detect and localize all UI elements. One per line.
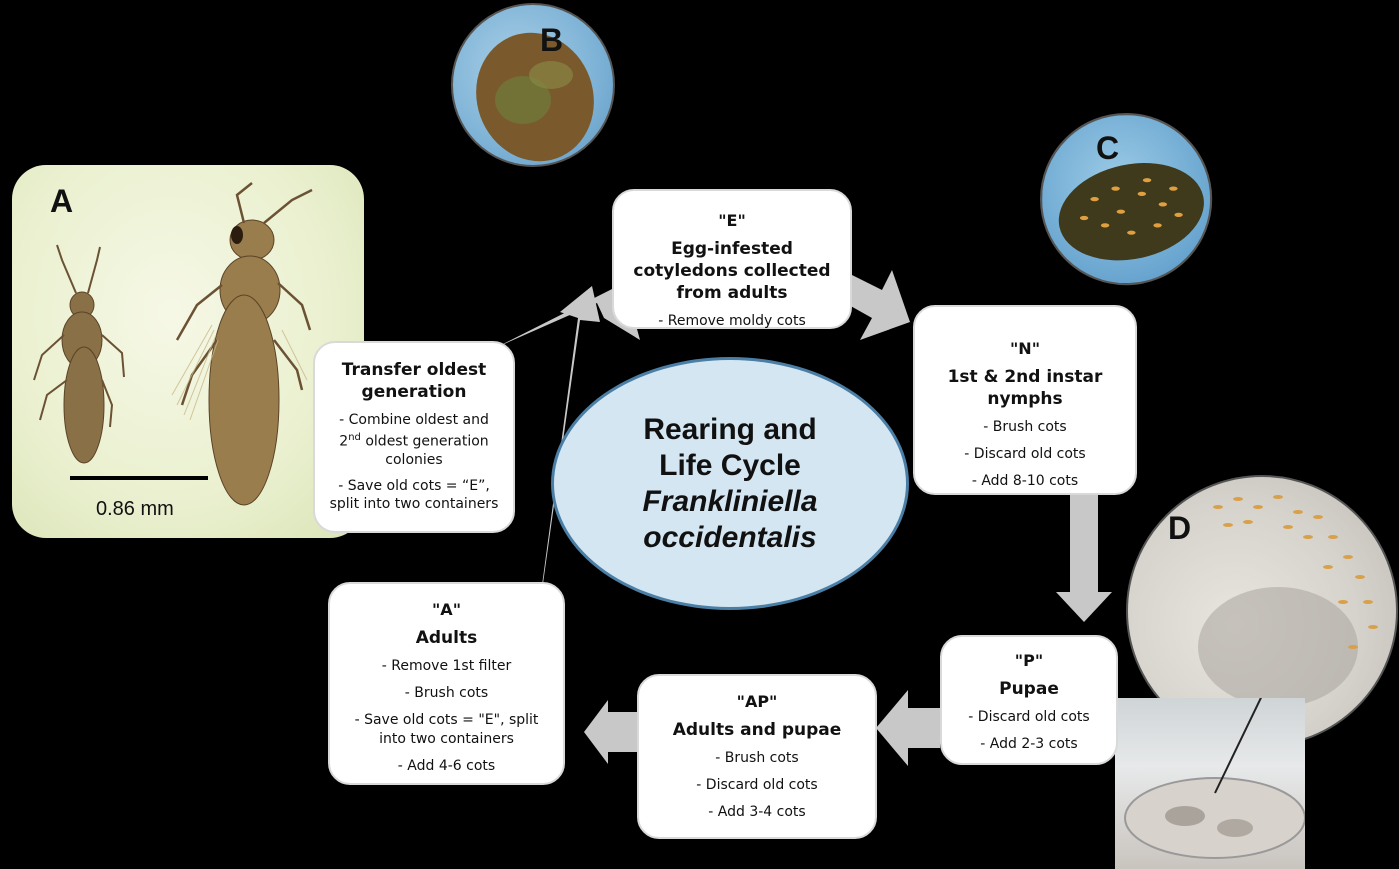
transfer-item-1: - Combine oldest and 2nd oldest generati… xyxy=(315,411,513,469)
arrow-a-to-e xyxy=(508,286,600,605)
stage-item: - Brush cots xyxy=(404,685,489,701)
arrow-ap-to-a xyxy=(584,700,638,764)
stage-item: - Discard old cots xyxy=(964,446,1086,462)
stage-code: "P" xyxy=(1014,651,1044,670)
stage-code: "A" xyxy=(431,600,462,619)
egg-cotyledon-image xyxy=(476,32,594,162)
container-image xyxy=(1124,698,1305,859)
stage-code: "E" xyxy=(718,211,746,230)
panel-b-letter: B xyxy=(540,22,564,58)
stage-item: - Brush cots xyxy=(983,419,1067,435)
panel-c-circle xyxy=(1040,113,1213,286)
transfer-item-1-pre: - Combine oldest and 2 xyxy=(339,412,489,450)
stage-title: 1st & 2nd instar nymphs xyxy=(947,367,1103,409)
arrow-n-to-p xyxy=(1056,480,1112,622)
stage-item: - Discard old cots xyxy=(968,709,1090,725)
center-title-line4: occidentalis xyxy=(643,520,817,554)
panel-d-letter: D xyxy=(1168,510,1192,546)
center-title-oval: Rearing and Life Cycle Frankliniella occ… xyxy=(551,357,909,610)
center-title-line2: Life Cycle xyxy=(659,448,801,482)
panel-d-container-photo xyxy=(1115,698,1305,869)
arrow-p-to-ap xyxy=(876,690,940,766)
stage-item: - Discard old cots xyxy=(696,777,818,793)
stage-box-ap: "AP" Adults and pupae - Brush cots - Dis… xyxy=(637,674,877,839)
stage-item: - Remove moldy cots xyxy=(658,313,806,329)
stage-item: - Save old cots = "E", split into two co… xyxy=(354,712,539,747)
transfer-item-2: - Save old cots = “E”, split into two co… xyxy=(329,477,499,512)
panel-a-thrips-photo: A 0.86 mm xyxy=(12,165,364,538)
arrow-e-to-n xyxy=(840,270,910,340)
thrips-eye xyxy=(231,226,243,244)
stage-title: Adults and pupae xyxy=(672,720,842,740)
stage-box-p: "P" Pupae - Discard old cots - Add 2-3 c… xyxy=(940,635,1118,765)
scale-bar-label: 0.86 mm xyxy=(96,498,174,520)
stage-item: - Add 2-3 cots xyxy=(980,736,1078,752)
stage-title: Adults xyxy=(415,628,478,648)
nymph-cotyledon-image xyxy=(1058,163,1204,261)
center-title-line1: Rearing and xyxy=(643,412,817,446)
stage-title: Egg-infested cotyledons collected from a… xyxy=(633,239,831,303)
transfer-box: Transfer oldest generation - Combine old… xyxy=(313,341,515,533)
stage-box-a: "A" Adults - Remove 1st filter - Brush c… xyxy=(328,582,565,785)
thrips-illustration xyxy=(33,182,313,506)
stage-code: "AP" xyxy=(736,692,778,711)
pupae-image xyxy=(1198,495,1378,707)
stage-item: - Add 4-6 cots xyxy=(397,758,496,774)
transfer-item-1-post: oldest generation colonies xyxy=(360,433,489,468)
stage-title: Pupae xyxy=(999,679,1059,699)
panel-b-photo xyxy=(451,3,615,167)
center-title-line3: Frankliniella xyxy=(642,484,818,518)
panel-a-letter: A xyxy=(50,183,74,219)
panel-c-letter: C xyxy=(1096,130,1120,166)
stage-item: - Add 3-4 cots xyxy=(708,804,806,820)
stage-box-e: "E" Egg-infested cotyledons collected fr… xyxy=(612,189,852,329)
arrow-transfer-to-e xyxy=(495,270,640,348)
stage-item: - Add 8-10 cots xyxy=(971,473,1079,489)
stage-box-n: "N" 1st & 2nd instar nymphs - Brush cots… xyxy=(913,305,1137,495)
transfer-item-1-sup: nd xyxy=(348,432,361,443)
transfer-title: Transfer oldest generation xyxy=(341,360,487,402)
stage-item: - Brush cots xyxy=(715,750,799,766)
stage-item: - Remove 1st filter xyxy=(381,658,512,674)
stage-code: "N" xyxy=(1009,339,1041,358)
